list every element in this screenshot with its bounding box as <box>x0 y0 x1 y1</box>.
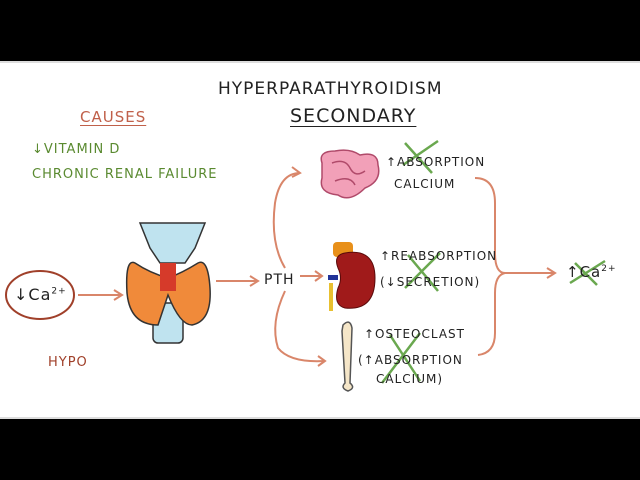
arrows <box>78 166 557 367</box>
thyroid-icon <box>125 222 211 344</box>
bone-icon <box>341 321 354 392</box>
causes-heading: CAUSES <box>80 108 147 126</box>
kidney-effect-2: (↓SECRETION) <box>380 275 481 289</box>
input-calcium-superscript: 2+ <box>51 286 67 297</box>
bone-effect-2: (↑ABSORPTION <box>358 353 463 367</box>
cause-vitamin-d: ↓VITAMIN D <box>32 142 121 157</box>
intestine-effect-2: CALCIUM <box>394 177 456 191</box>
bone-effect-1: ↑OSTEOCLAST <box>364 327 465 341</box>
diagram-drawing <box>5 139 606 392</box>
whiteboard: HYPERPARATHYROIDISM SECONDARY CAUSES ↓VI… <box>0 61 640 419</box>
pth-label: PTH <box>264 272 295 288</box>
cause-renal-failure: CHRONIC RENAL FAILURE <box>32 167 218 182</box>
intestine-icon <box>320 149 380 199</box>
kidney-icon <box>328 242 376 311</box>
result-calcium-superscript: 2+ <box>601 264 617 274</box>
bone-effect-3: CALCIUM) <box>376 372 444 386</box>
intestine-effect-1: ↑ABSORPTION <box>386 155 486 169</box>
hypo-label: HYPO <box>48 355 88 370</box>
input-calcium: ↓Ca2+ <box>14 285 67 304</box>
title: HYPERPARATHYROIDISM <box>218 79 443 99</box>
result-calcium: ↑Ca2+ <box>566 263 617 281</box>
result-calcium-label: ↑Ca <box>566 263 602 281</box>
subtitle: SECONDARY <box>290 105 417 127</box>
calcium-circle <box>5 270 75 320</box>
kidney-effect-1: ↑REABSORPTION <box>380 249 498 263</box>
cross-marks <box>381 139 606 384</box>
input-calcium-label: ↓Ca <box>14 285 52 304</box>
